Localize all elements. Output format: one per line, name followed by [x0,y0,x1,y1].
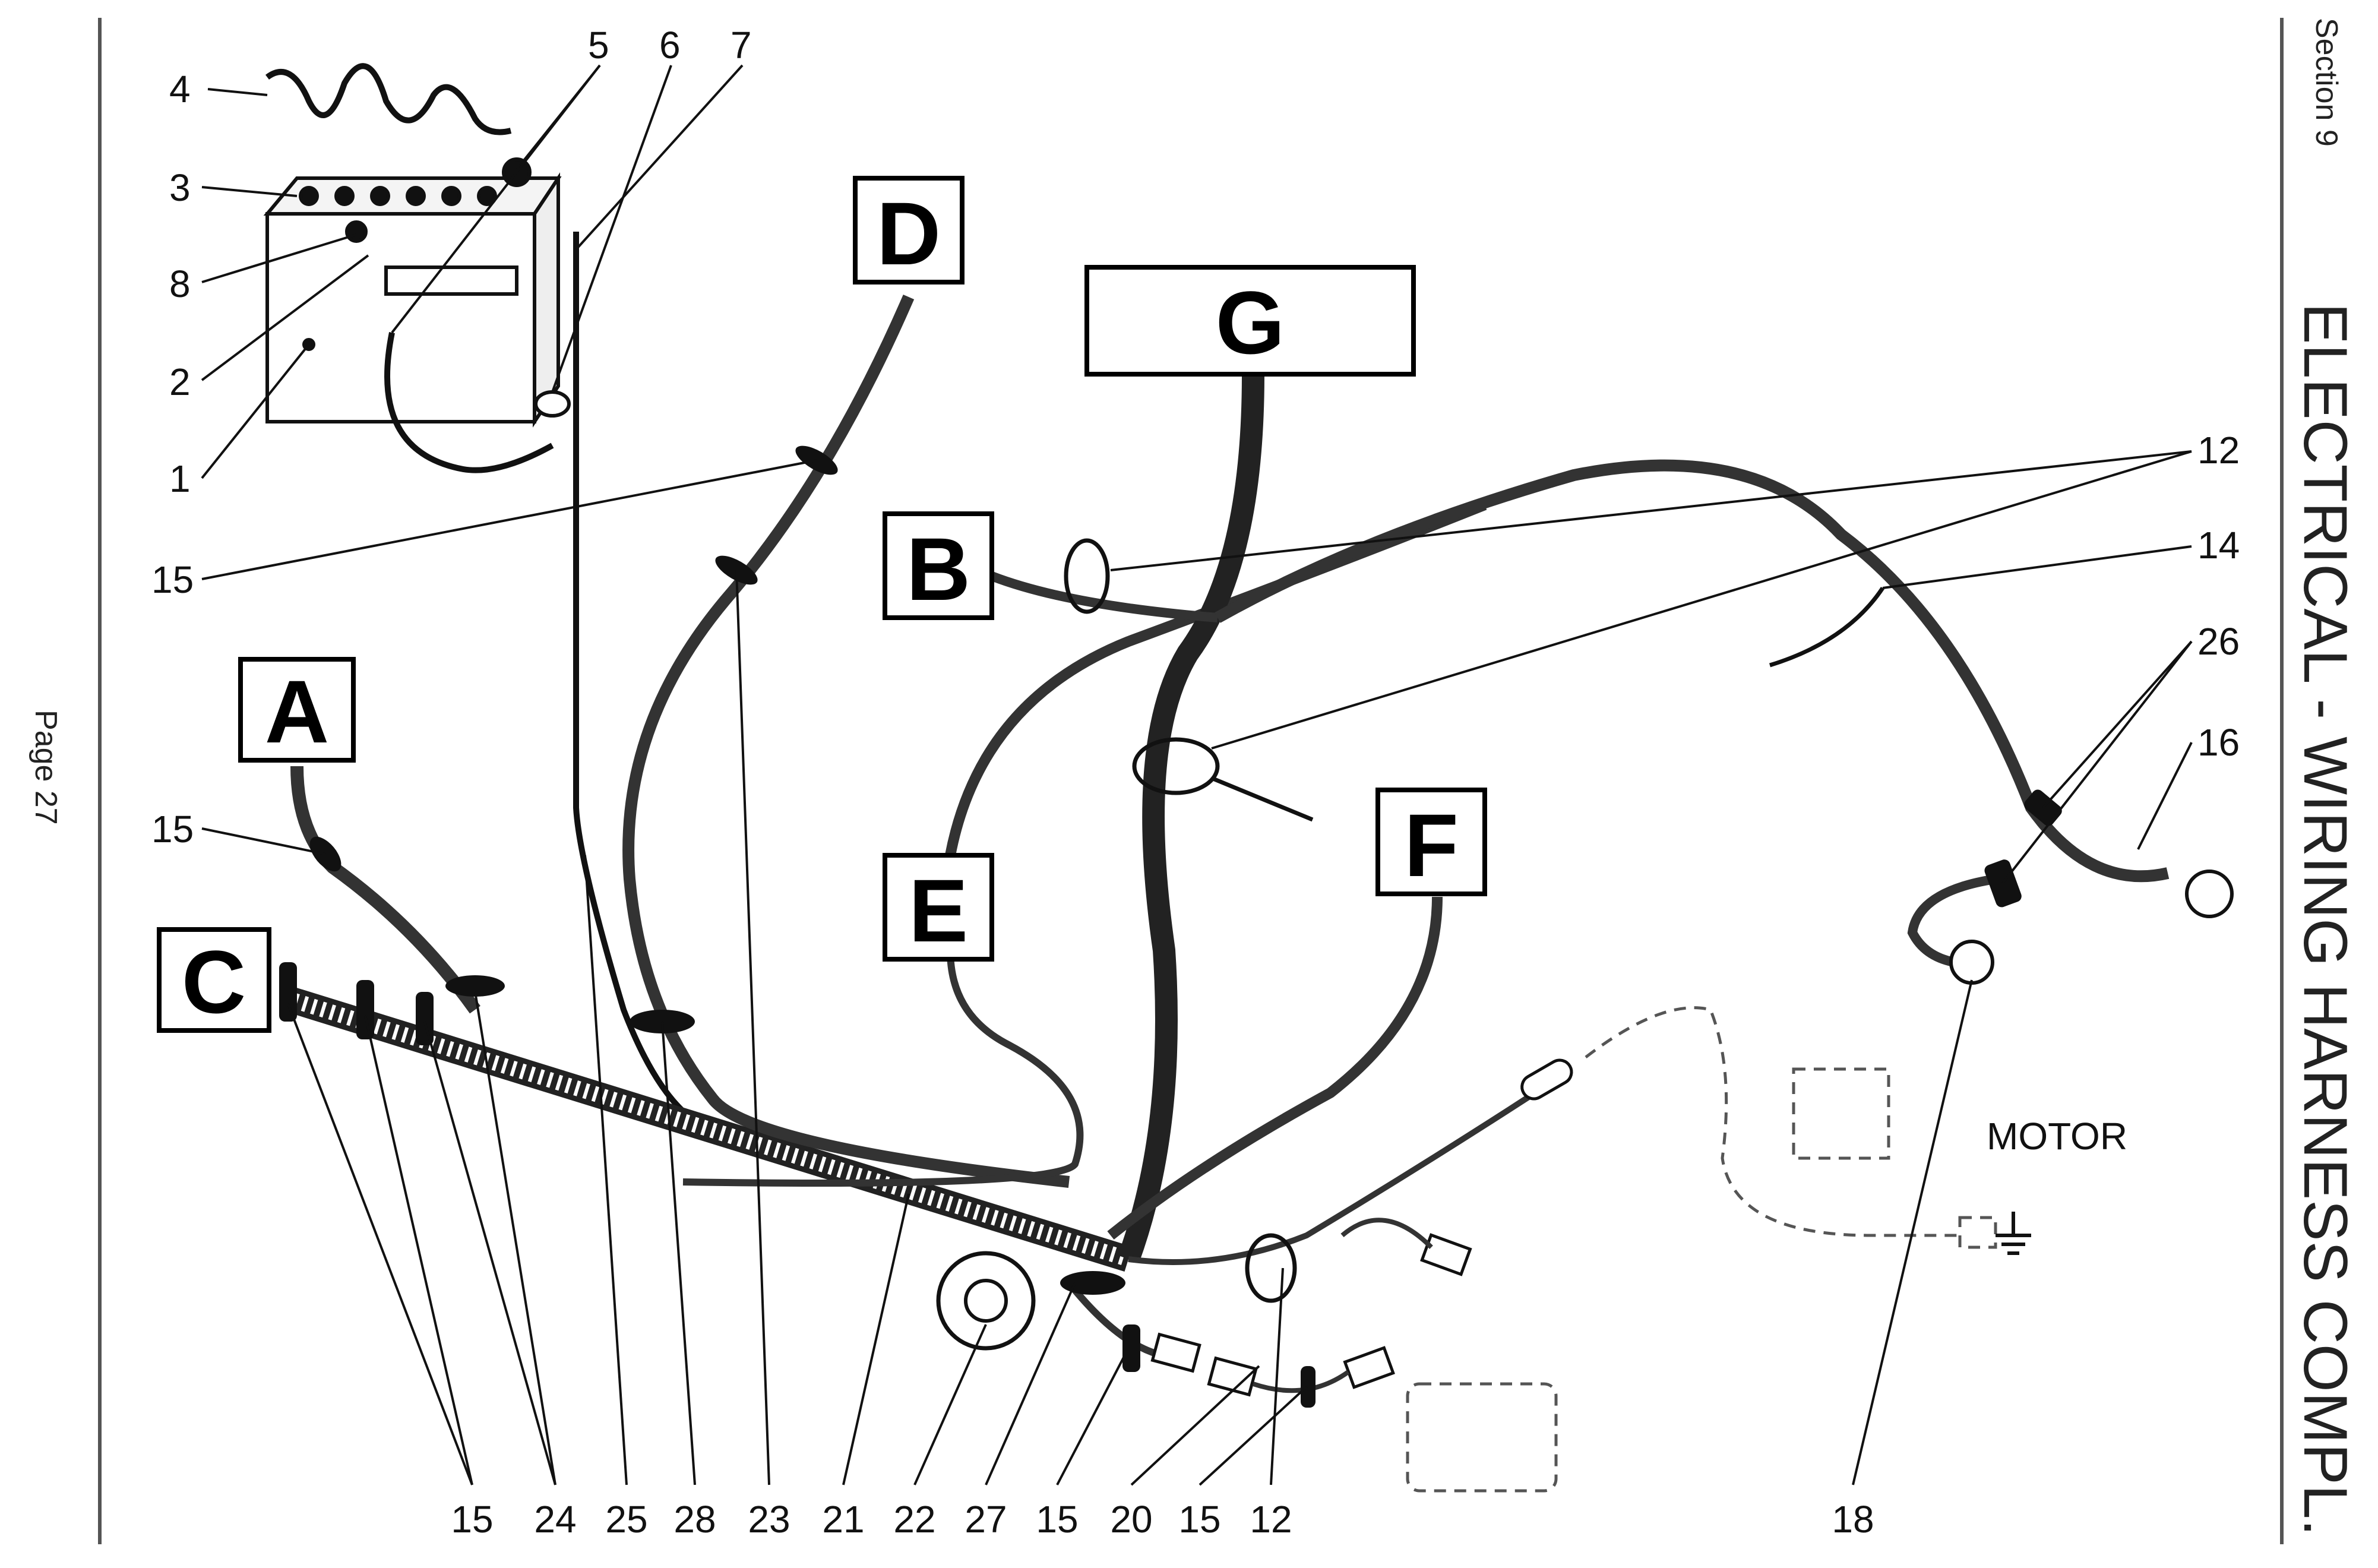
callout-16: 16 [2197,721,2240,764]
bottom-callout: 27 [965,1498,1007,1541]
bottom-callout: 18 [1832,1498,1874,1541]
bottom-callout: 23 [748,1498,790,1541]
motor-dashed-outline [1406,1006,1997,1493]
upper-arc-cable [1215,459,2170,883]
grommet-icon [936,1251,1036,1351]
callout-7: 7 [731,24,752,67]
branch-g-cable [1118,374,1264,1263]
inline-fuse-icon [1520,1058,1573,1101]
battery-vent-hose [265,63,512,135]
bottom-callout: 22 [893,1498,935,1541]
bottom-callout: 20 [1110,1498,1152,1541]
svg-text:E: E [909,861,968,960]
branch-b-cable [990,571,1218,622]
callout-15-upper: 15 [151,558,194,601]
callout-8: 8 [169,263,191,305]
callout-1: 1 [169,457,191,500]
connector-box-a: A [238,657,356,763]
cable-clips [1064,538,1884,1303]
branch-a-cable [290,766,480,1014]
connector-box-b: B [883,511,994,620]
callout-4: 4 [169,68,191,110]
connector-box-d: D [853,176,965,284]
lower-right-wire [1128,1084,1546,1265]
connector-box-g: G [1084,265,1416,377]
callout-12-right: 12 [2197,429,2240,472]
callout-3: 3 [169,166,191,209]
battery [263,157,562,428]
callout-6: 6 [659,24,681,67]
page-number: Page 27 [29,710,63,825]
battery-ground-cable [384,332,554,473]
svg-text:G: G [1216,273,1285,372]
branch-f-cable [1107,896,1443,1240]
lamp-18-icon [1949,940,1994,985]
callout-5: 5 [588,24,609,67]
callout-26: 26 [2197,620,2240,663]
connector-box-e: E [883,853,994,962]
bottom-callout: 15 [1036,1498,1078,1541]
lamp-18-cable [1907,874,1997,967]
bottom-callout: 15 [451,1498,493,1541]
connector-box-f: F [1375,788,1487,896]
motor-label: MOTOR [1987,1115,2127,1158]
svg-text:B: B [906,519,970,619]
page-title: ELECTRICAL - WIRING HARNESS COMPL. [2291,303,2360,1536]
branch-d-cable [622,295,1070,1188]
svg-text:A: A [265,662,329,761]
branch-e-cable [682,950,1084,1187]
svg-text:C: C [182,932,246,1032]
bottom-callout: 28 [673,1498,716,1541]
bottom-callout: 21 [822,1498,864,1541]
callout-15-mid: 15 [151,808,194,851]
bottom-callout: 15 [1178,1498,1220,1541]
bottom-callout: 24 [534,1498,576,1541]
bottom-callout: 12 [1250,1498,1292,1541]
connector-box-c: C [157,927,271,1033]
ground-symbol-icon [1996,1212,2031,1255]
callout-2: 2 [169,361,191,403]
svg-text:F: F [1404,795,1459,895]
lamp-16-icon [2185,870,2234,918]
callout-14: 14 [2197,524,2240,567]
terminal-nut-icon [534,390,571,418]
svg-text:D: D [877,184,941,283]
battery-positive-cable [573,232,691,1119]
leader-lines [201,64,2193,1486]
section-label: Section 9 [2309,18,2344,147]
bottom-callout: 25 [605,1498,647,1541]
